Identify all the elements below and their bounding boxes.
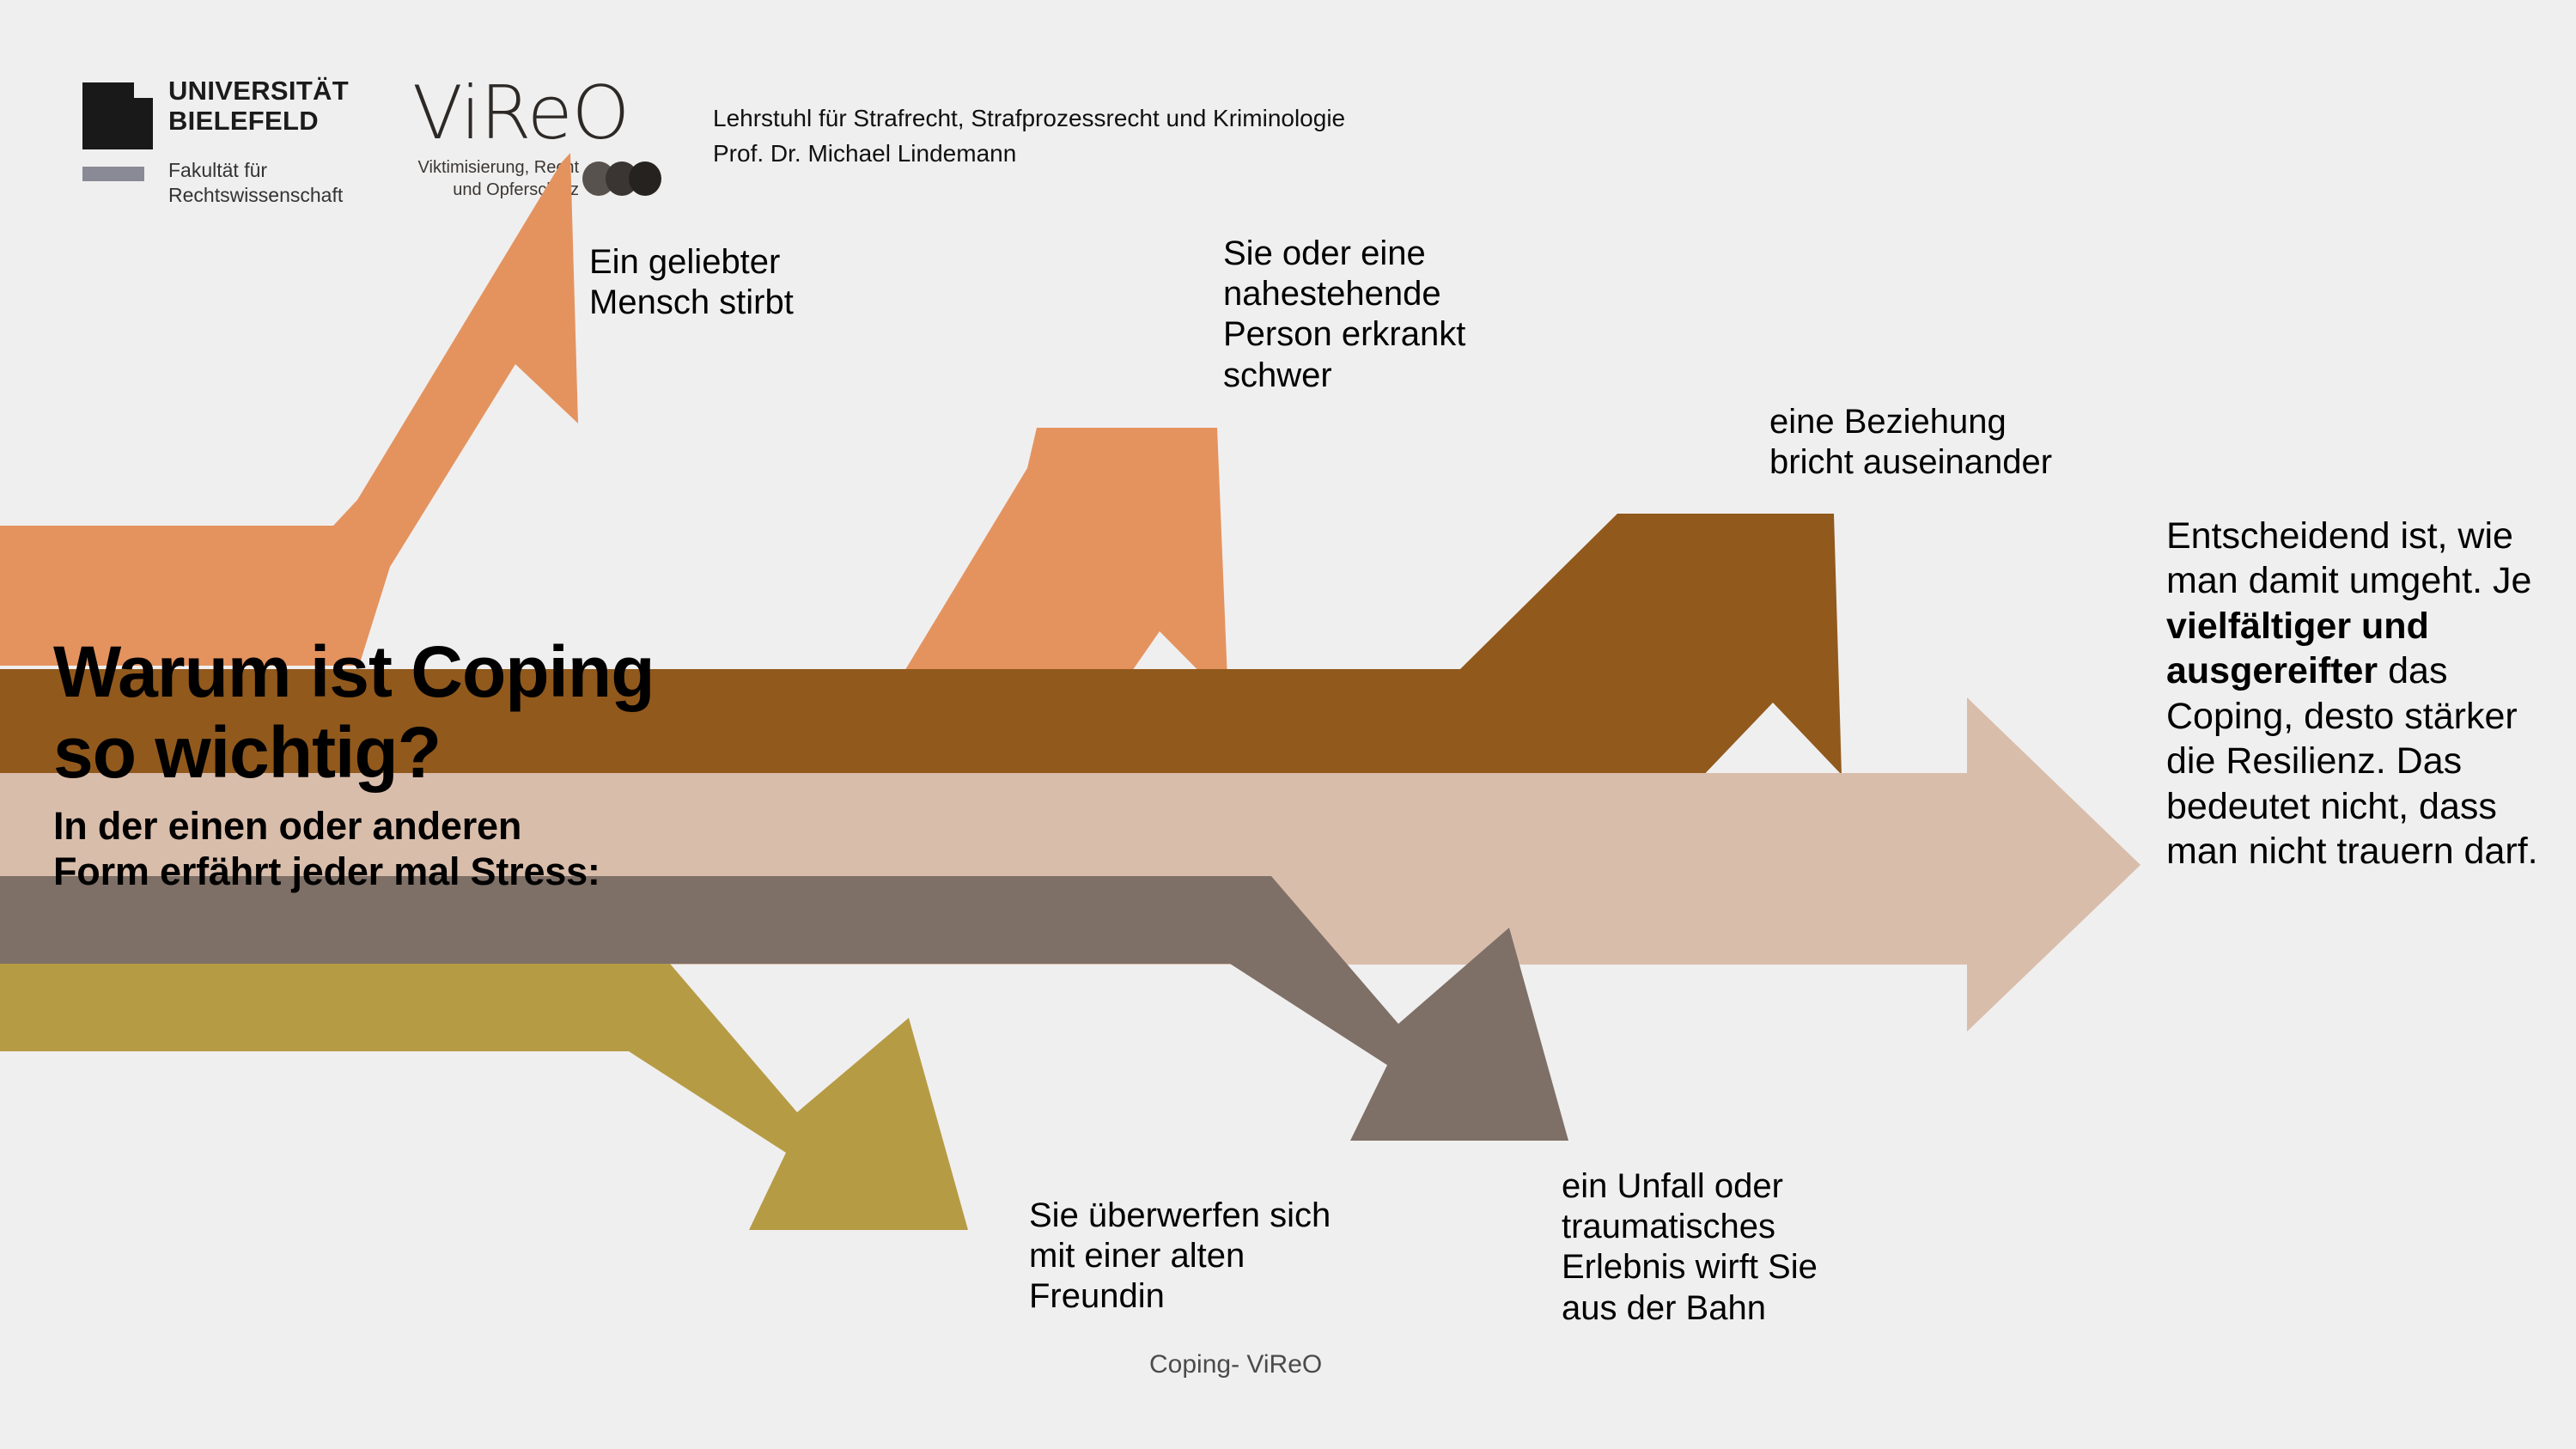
chair-line2: Prof. Dr. Michael Lindemann bbox=[713, 139, 1017, 167]
label-unfall-traumatisches-erlebnis: ein Unfall oder traumatisches Erlebnis w… bbox=[1562, 1167, 1818, 1327]
faculty-bar-icon bbox=[82, 167, 144, 181]
arrow-brown-up-shape bbox=[0, 514, 1842, 859]
page-title: Warum ist Coping so wichtig? bbox=[53, 631, 655, 794]
chair-line1: Lehrstuhl für Strafrecht, Strafprozessre… bbox=[713, 105, 1346, 131]
faculty-name: Fakultät für Rechtswissenschaft bbox=[168, 158, 343, 208]
faculty-line1: Fakultät für bbox=[168, 159, 268, 181]
label-person-erkrankt-schwer: Sie oder eine nahestehende Person erkran… bbox=[1223, 234, 1466, 394]
vireo-wordmark: ViReO bbox=[412, 70, 630, 156]
university-wordmark: UNIVERSITÄT BIELEFELD bbox=[168, 76, 349, 137]
university-wordmark-line2: BIELEFELD bbox=[168, 106, 319, 137]
label-ueberwerfen-mit-alter-freundin: Sie überwerfen sich mit einer alten Freu… bbox=[1029, 1196, 1331, 1316]
faculty-line2: Rechtswissenschaft bbox=[168, 183, 344, 206]
vireo-dot-3 bbox=[629, 161, 661, 196]
vireo-dots-icon bbox=[582, 161, 670, 196]
resilience-paragraph-bold: vielfältiger und ausgereifter bbox=[2166, 605, 2429, 692]
headline-block: Warum ist Coping so wichtig? In der eine… bbox=[53, 631, 912, 894]
mark-block-large bbox=[82, 82, 134, 149]
university-bielefeld-mark-icon bbox=[82, 82, 153, 149]
university-bielefeld-logo: UNIVERSITÄT BIELEFELD Fakultät für Recht… bbox=[82, 76, 392, 213]
resilience-paragraph-part1: Entscheidend ist, wie man damit umgeht. … bbox=[2166, 515, 2532, 602]
arrow-orange-up-1-shape bbox=[0, 153, 578, 666]
chair-affiliation: Lehrstuhl für Strafrecht, Strafprozessre… bbox=[713, 101, 1345, 171]
footer-credit: Coping- ViReO bbox=[1149, 1350, 1323, 1379]
resilience-paragraph: Entscheidend ist, wie man damit umgeht. … bbox=[2166, 514, 2555, 874]
arrow-gray-down-shape bbox=[0, 876, 1568, 1141]
vireo-subtitle-line1: Viktimisierung, Recht bbox=[417, 158, 579, 177]
university-wordmark-line1: UNIVERSITÄT bbox=[168, 76, 349, 106]
mark-block-small bbox=[134, 98, 153, 149]
arrow-olive-down-shape bbox=[0, 964, 968, 1230]
label-ein-geliebter-mensch-stirbt: Ein geliebter Mensch stirbt bbox=[589, 243, 794, 322]
page-subtitle: In der einen oder anderen Form erfährt j… bbox=[53, 804, 600, 894]
label-beziehung-bricht-auseinander: eine Beziehung bricht auseinander bbox=[1769, 403, 2053, 482]
resilience-paragraph-part2: das Coping, desto stärker die Resilienz.… bbox=[2166, 650, 2538, 873]
